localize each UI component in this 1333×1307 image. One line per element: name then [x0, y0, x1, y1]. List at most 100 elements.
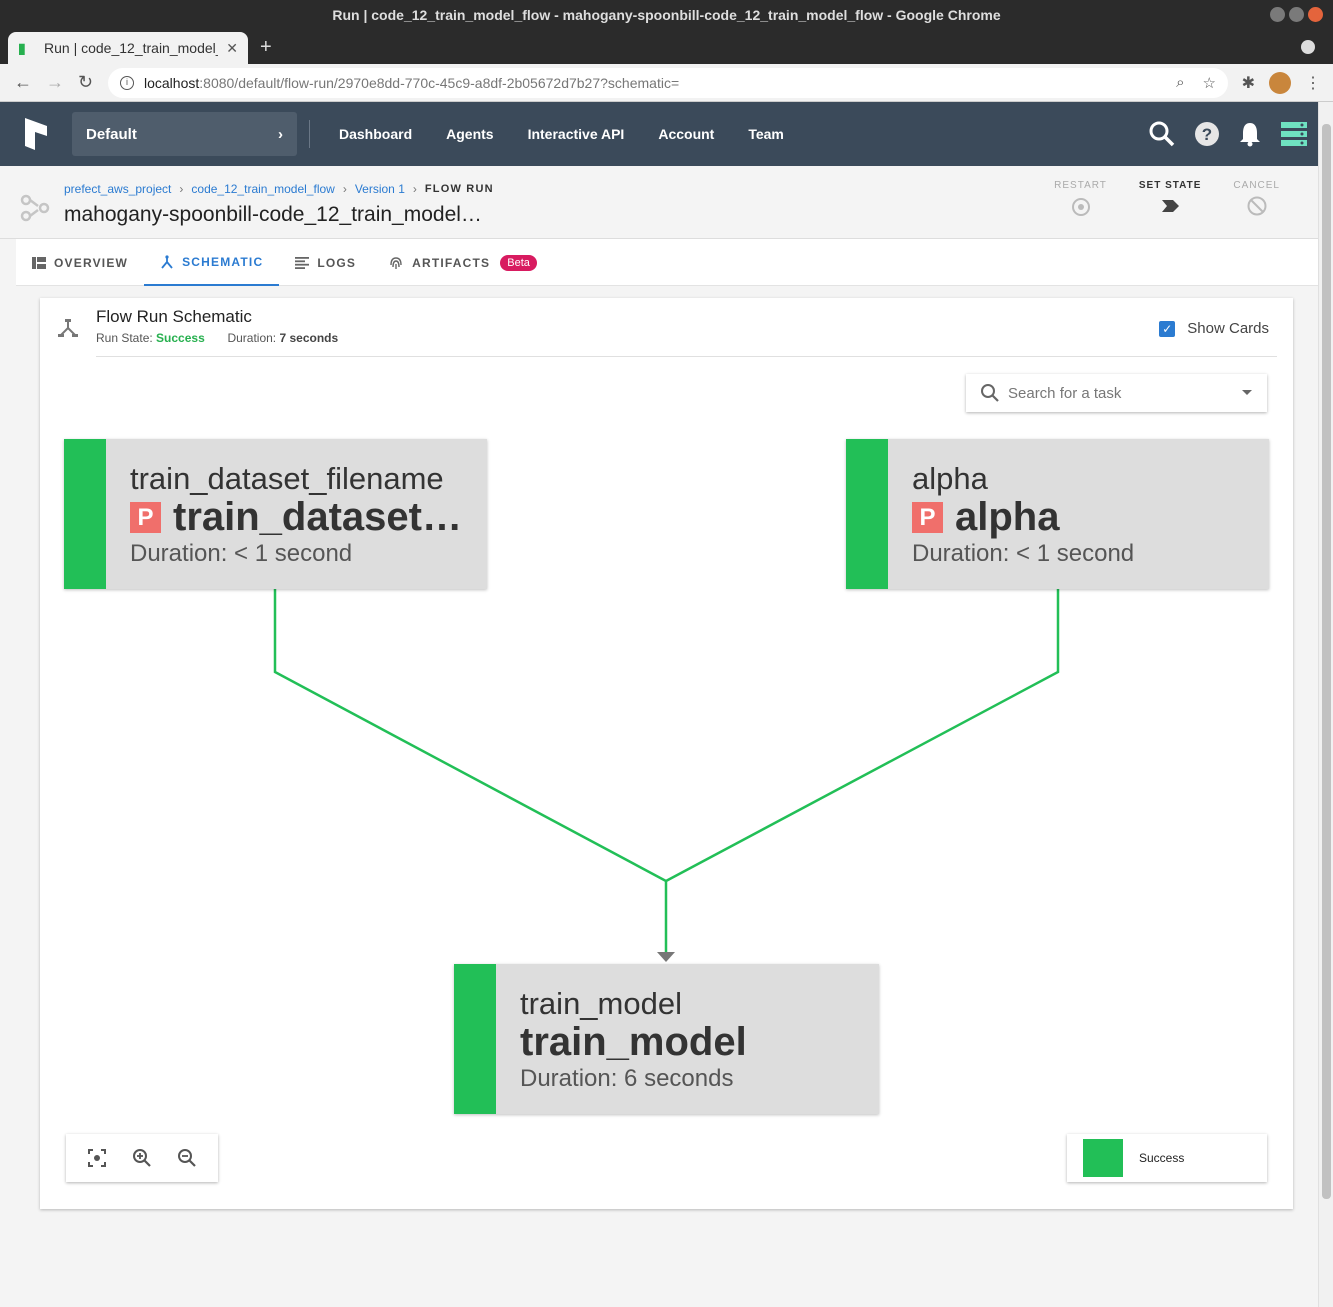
zoom-icon[interactable]: ⌕: [1176, 74, 1185, 91]
breadcrumb-chevron-icon: ›: [412, 182, 417, 196]
parameter-badge-icon: P: [130, 502, 161, 533]
address-bar: ← → ↻ i localhost:8080/default/flow-run/…: [0, 64, 1333, 102]
breadcrumb-chevron-icon: ›: [179, 182, 184, 196]
header-divider: [96, 356, 1277, 357]
maximize-button[interactable]: [1289, 7, 1304, 22]
tab-logs[interactable]: LOGS: [279, 239, 372, 286]
nav-agents[interactable]: Agents: [446, 126, 494, 142]
cancel-button[interactable]: CANCEL: [1233, 180, 1280, 217]
breadcrumb: prefect_aws_project › code_12_train_mode…: [64, 182, 494, 196]
task-node-train-dataset-filename[interactable]: train_dataset_filename P train_dataset… …: [64, 439, 487, 589]
back-button[interactable]: ←: [14, 72, 32, 92]
search-icon: [981, 384, 999, 402]
set-state-button[interactable]: SET STATE: [1139, 180, 1202, 217]
tab-overview-label: OVERVIEW: [54, 255, 129, 270]
scrollbar-thumb[interactable]: [1322, 124, 1331, 1199]
run-state-value: Success: [156, 331, 205, 345]
show-cards-toggle[interactable]: ✓ Show Cards: [1159, 320, 1269, 337]
edge-alpha-to-train-model: [665, 589, 1060, 883]
success-state-bar: [454, 964, 496, 1114]
restart-button[interactable]: RESTART: [1054, 180, 1107, 217]
schematic-edges: [273, 589, 1060, 962]
cancel-icon: [1247, 196, 1267, 216]
schematic-title: Flow Run Schematic: [96, 307, 252, 326]
nav-dashboard[interactable]: Dashboard: [339, 126, 413, 142]
url-host: localhost: [144, 75, 200, 91]
notifications-bell-icon[interactable]: [1238, 121, 1262, 147]
schematic-icon: [161, 254, 173, 269]
forward-button[interactable]: →: [46, 72, 64, 92]
run-summary: Run State: Success Duration: 7 seconds: [96, 331, 338, 345]
nav-team[interactable]: Team: [748, 126, 784, 142]
overview-icon: [32, 256, 46, 269]
server-status-icon[interactable]: [1280, 121, 1308, 147]
fit-to-screen-icon[interactable]: [87, 1148, 107, 1168]
breadcrumb-project[interactable]: prefect_aws_project: [64, 182, 172, 196]
breadcrumb-flow[interactable]: code_12_train_model_flow: [191, 182, 335, 196]
legend-success-label: Success: [1139, 1151, 1185, 1165]
success-state-bar: [64, 439, 106, 589]
url-field[interactable]: i localhost:8080/default/flow-run/2970e8…: [108, 68, 1228, 98]
svg-text:?: ?: [1202, 125, 1212, 144]
page-title: mahogany-spoonbill-code_12_train_model…: [64, 203, 482, 226]
site-info-icon[interactable]: i: [120, 76, 134, 90]
task-node-name: train_model: [520, 986, 682, 1021]
nav-account[interactable]: Account: [658, 126, 715, 142]
page-scrollbar[interactable]: [1318, 102, 1333, 1307]
browser-tab[interactable]: ▮ Run | code_12_train_model_flow ✕: [8, 32, 248, 64]
parameter-badge-icon: P: [912, 502, 943, 533]
close-tab-icon[interactable]: ✕: [226, 39, 238, 56]
new-tab-button[interactable]: +: [260, 36, 272, 58]
task-node-train-model[interactable]: train_model train_model Duration: 6 seco…: [454, 964, 879, 1114]
task-node-label-text: train_model: [520, 1020, 747, 1064]
show-cards-checkbox[interactable]: ✓: [1159, 320, 1176, 337]
task-search-placeholder: Search for a task: [1008, 384, 1122, 402]
dropdown-arrow-icon[interactable]: [1241, 389, 1253, 397]
task-search-input[interactable]: Search for a task: [966, 374, 1267, 412]
task-node-name: alpha: [912, 461, 988, 496]
chrome-menu-icon[interactable]: ⋮: [1305, 75, 1321, 92]
minimize-button[interactable]: [1270, 7, 1285, 22]
task-node-alpha[interactable]: alpha P alpha Duration: < 1 second: [846, 439, 1269, 589]
reload-button[interactable]: ↻: [78, 72, 94, 92]
extension-area: ✱ ⋮: [1242, 72, 1321, 94]
prefect-logo-icon: [25, 118, 47, 150]
browser-tab-strip: ▮ Run | code_12_train_model_flow ✕ +: [0, 30, 1333, 64]
window-title: Run | code_12_train_model_flow - mahogan…: [332, 7, 1001, 23]
task-node-duration: Duration: < 1 second: [912, 540, 1135, 567]
cancel-label: CANCEL: [1233, 180, 1280, 191]
tab-search-button[interactable]: [1301, 40, 1315, 54]
edge-arrowhead: [657, 952, 675, 962]
schematic-card-header: Flow Run Schematic Run State: Success Du…: [40, 298, 1293, 358]
set-state-icon: [1162, 200, 1180, 212]
team-selector[interactable]: Default ›: [72, 112, 297, 156]
header-icons: ?: [1148, 102, 1318, 166]
set-state-label: SET STATE: [1138, 180, 1202, 191]
breadcrumb-current: FLOW RUN: [424, 183, 494, 195]
close-window-button[interactable]: [1308, 7, 1323, 22]
legend-success-swatch: [1083, 1139, 1123, 1177]
task-node-duration: Duration: 6 seconds: [520, 1065, 734, 1092]
nav-interactive-api[interactable]: Interactive API: [527, 126, 625, 142]
tab-schematic[interactable]: SCHEMATIC: [144, 239, 280, 286]
profile-avatar[interactable]: [1269, 72, 1291, 94]
extensions-puzzle-icon[interactable]: ✱: [1241, 75, 1255, 92]
help-icon[interactable]: ?: [1194, 121, 1220, 147]
task-node-label-text: alpha: [955, 495, 1060, 539]
bookmark-star-icon[interactable]: ☆: [1202, 75, 1216, 92]
chevron-right-icon: ›: [278, 125, 283, 143]
prefect-logo[interactable]: [0, 102, 72, 166]
task-node-name: train_dataset_filename: [130, 461, 444, 496]
breadcrumb-version[interactable]: Version 1: [354, 182, 405, 196]
tab-overview[interactable]: OVERVIEW: [16, 239, 144, 286]
task-node-label-text: train_dataset…: [173, 495, 462, 539]
duration-value: 7 seconds: [279, 331, 339, 345]
tab-artifacts[interactable]: ARTIFACTS Beta: [372, 239, 553, 286]
zoom-in-icon[interactable]: [132, 1148, 152, 1168]
search-icon[interactable]: [1148, 120, 1176, 148]
browser-tab-title: Run | code_12_train_model_flow: [44, 40, 218, 56]
zoom-out-icon[interactable]: [177, 1148, 197, 1168]
window-controls: [1270, 7, 1323, 22]
tab-artifacts-label: ARTIFACTS: [412, 255, 491, 270]
header-divider: [309, 120, 310, 148]
